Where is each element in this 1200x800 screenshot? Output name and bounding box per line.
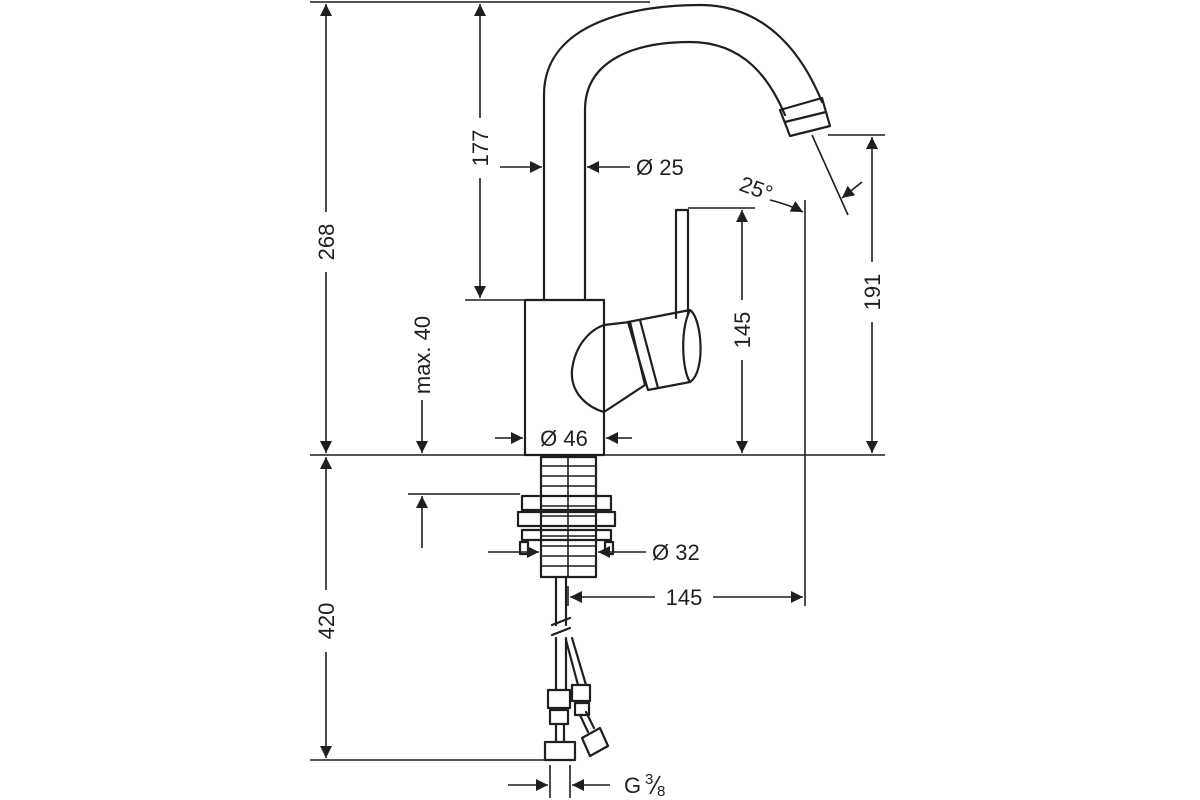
- dim-spout-diameter: Ø 25: [500, 155, 684, 180]
- dim-total-height: 268: [314, 3, 339, 453]
- label-connection-numerator: 3: [645, 771, 653, 788]
- fraction-slash: [649, 775, 661, 795]
- label-spout-diameter: Ø 25: [636, 155, 684, 180]
- label-body-diameter: Ø 46: [540, 426, 588, 451]
- label-below-deck: 420: [314, 603, 339, 640]
- label-total-height: 268: [314, 224, 339, 261]
- dim-shank-diameter: Ø 32: [488, 540, 700, 565]
- spout-tip-line: [783, 110, 828, 124]
- spout-outlet: [778, 96, 832, 138]
- dim-max-deck: max. 40: [410, 316, 435, 548]
- lever-neck: [602, 320, 647, 414]
- dim-body-diameter: Ø 46: [495, 426, 632, 451]
- dim-outlet-height: 191: [860, 137, 885, 453]
- label-spout-height: 177: [468, 130, 493, 167]
- label-projection: 145: [666, 585, 703, 610]
- supply-hoses: [543, 575, 610, 762]
- label-shank-diameter: Ø 32: [652, 540, 700, 565]
- label-connection-denominator: 8: [657, 783, 665, 800]
- dim-below-deck: 420: [314, 457, 339, 758]
- dim-connection: G 3 8: [508, 765, 665, 800]
- lever-cartridge: [626, 308, 702, 392]
- label-max-deck: max. 40: [410, 316, 435, 394]
- faucet-outline: [516, 3, 832, 762]
- label-outlet-height: 191: [860, 274, 885, 311]
- cartridge-end: [682, 308, 692, 384]
- dim-spout-height: 177: [468, 3, 493, 298]
- lever-stem: [674, 208, 690, 320]
- angle-line: [811, 134, 849, 216]
- dim-projection: 145: [570, 584, 803, 610]
- lever-joint: [570, 323, 606, 414]
- spout-inner: [583, 40, 787, 302]
- threaded-shank: [539, 455, 598, 579]
- cartridge-line: [638, 318, 660, 390]
- dim-lever-height: 145: [730, 210, 755, 453]
- label-connection: G: [624, 773, 641, 798]
- reference-lines: [310, 1, 885, 761]
- spout-outer: [542, 3, 824, 302]
- label-lever-height: 145: [730, 312, 755, 349]
